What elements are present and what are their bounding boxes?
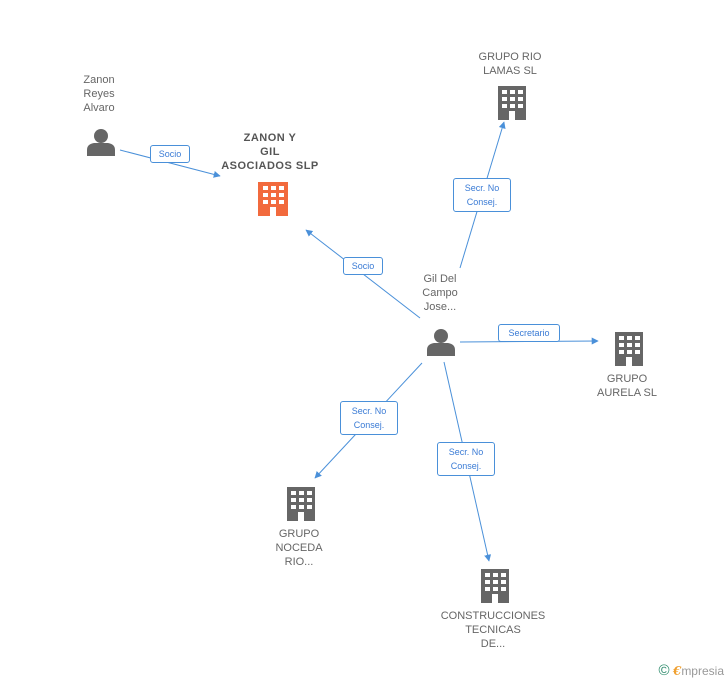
node-label-construcciones[interactable]: CONSTRUCCIONES TECNICAS DE... bbox=[440, 610, 546, 650]
brand-footer: © €mpresia bbox=[659, 662, 724, 679]
building-icon[interactable] bbox=[498, 86, 526, 120]
edge-label-secr-no-consej: Secr. No Consej. bbox=[437, 442, 495, 476]
copyright-symbol: © bbox=[658, 662, 670, 679]
building-icon[interactable] bbox=[481, 569, 509, 603]
edge-label-secr-no-consej: Secr. No Consej. bbox=[453, 178, 511, 212]
brand-logo-e: € bbox=[672, 664, 682, 678]
node-label-zanon-reyes[interactable]: Zanon Reyes Alvaro bbox=[83, 74, 115, 114]
node-label-grupo-aurela[interactable]: GRUPO AURELA SL bbox=[597, 373, 657, 399]
edge-label-secr-no-consej: Secr. No Consej. bbox=[340, 401, 398, 435]
node-label-zanon-gil[interactable]: ZANON Y GIL ASOCIADOS SLP bbox=[221, 132, 319, 172]
node-label-grupo-rio-lamas[interactable]: GRUPO RIO LAMAS SL bbox=[478, 51, 542, 77]
edge-label-secretario: Secretario bbox=[498, 324, 560, 342]
building-icon[interactable] bbox=[287, 487, 315, 521]
node-label-gil-del-campo[interactable]: Gil Del Campo Jose... bbox=[422, 273, 458, 313]
building-icon[interactable] bbox=[615, 332, 643, 366]
edge-label-socio: Socio bbox=[343, 257, 383, 275]
edge-zanon-to-main bbox=[119, 149, 221, 178]
brand-name: mpresia bbox=[681, 664, 724, 678]
person-icon[interactable] bbox=[87, 129, 115, 156]
node-label-grupo-noceda[interactable]: GRUPO NOCEDA RIO... bbox=[275, 528, 323, 568]
edge-label-socio: Socio bbox=[150, 145, 190, 163]
person-icon[interactable] bbox=[427, 329, 455, 356]
building-icon-main[interactable] bbox=[258, 182, 288, 216]
